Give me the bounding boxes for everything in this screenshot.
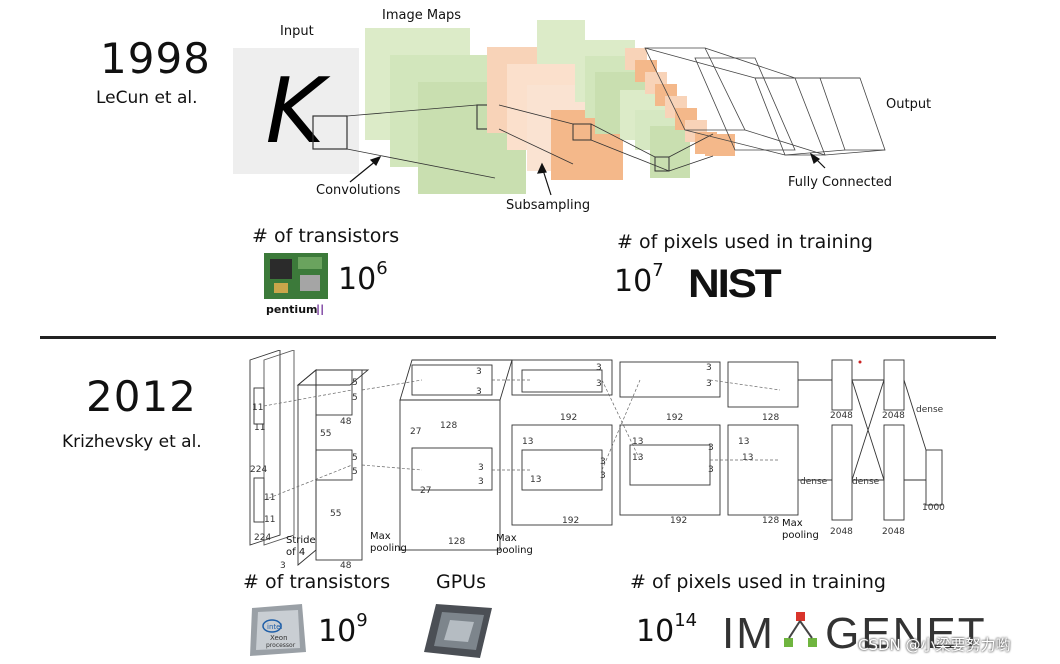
- svg-text:3: 3: [596, 379, 602, 389]
- year-2012: 2012: [86, 372, 197, 421]
- svg-text:Xeon: Xeon: [270, 634, 288, 642]
- input-glyph: K: [265, 59, 330, 164]
- svg-text:5: 5: [352, 453, 358, 463]
- svg-text:13: 13: [738, 437, 749, 447]
- svg-text:3: 3: [596, 363, 602, 373]
- alexnet-pixels-label: # of pixels used in training: [630, 571, 886, 593]
- svg-text:5: 5: [352, 378, 358, 388]
- svg-text:27: 27: [420, 486, 431, 496]
- svg-text:3: 3: [706, 379, 712, 389]
- svg-text:13: 13: [632, 453, 643, 463]
- svg-text:2048: 2048: [882, 411, 905, 421]
- svg-text:128: 128: [762, 516, 779, 526]
- label-image-maps: Image Maps: [382, 8, 462, 23]
- gpus-label: GPUs: [436, 571, 486, 593]
- svg-text:3: 3: [708, 443, 714, 453]
- svg-text:13: 13: [530, 475, 541, 485]
- label-fully-connected: Fully Connected: [788, 175, 893, 190]
- svg-text:11: 11: [264, 515, 275, 525]
- svg-text:27: 27: [410, 427, 421, 437]
- svg-text:3: 3: [478, 463, 484, 473]
- lenet-pixels-label: # of pixels used in training: [617, 231, 873, 253]
- svg-text:13: 13: [522, 437, 533, 447]
- svg-text:192: 192: [666, 413, 683, 423]
- alexnet-authors: Krizhevsky et al.: [62, 432, 202, 452]
- svg-text:5: 5: [352, 393, 358, 403]
- svg-text:3: 3: [476, 367, 482, 377]
- svg-text:192: 192: [562, 516, 579, 526]
- svg-text:3: 3: [476, 387, 482, 397]
- svg-text:224: 224: [254, 533, 271, 543]
- input-image: [233, 48, 359, 174]
- lenet-transistors-label: # of transistors: [252, 225, 400, 247]
- svg-text:11: 11: [264, 493, 275, 503]
- gpu-chip-icon: [422, 600, 494, 660]
- imagenet-logo: IM GENET: [722, 609, 987, 658]
- label-output: Output: [886, 97, 932, 112]
- svg-text:128: 128: [448, 537, 465, 547]
- subsample2-stack: [625, 48, 735, 156]
- svg-text:3: 3: [706, 363, 712, 373]
- alexnet-diagram: 11 11 224 11 11 224 3 55 55 48 48 5 5 5 …: [249, 350, 945, 571]
- svg-text:11: 11: [254, 423, 265, 433]
- svg-text:2048: 2048: [830, 527, 853, 537]
- lenet-pixels-value: 107: [614, 260, 664, 299]
- svg-text:3: 3: [600, 471, 606, 481]
- svg-text:192: 192: [670, 516, 687, 526]
- alexnet-pixels-value: 1014: [636, 610, 698, 649]
- svg-text:2048: 2048: [830, 411, 853, 421]
- conv2-rf: [654, 156, 670, 172]
- xeon-chip-icon: intel Xeon processor: [246, 602, 308, 658]
- nist-logo: NIST: [688, 262, 782, 306]
- lenet-authors: LeCun et al.: [96, 88, 198, 108]
- label-input: Input: [280, 24, 314, 39]
- section-divider: [40, 336, 996, 339]
- svg-text:224: 224: [250, 465, 267, 475]
- svg-text:128: 128: [440, 421, 457, 431]
- lenet-transistors-value: 106: [338, 258, 388, 297]
- svg-text:1000: 1000: [922, 503, 945, 513]
- svg-text:intel: intel: [267, 623, 282, 631]
- svg-text:11: 11: [252, 403, 263, 413]
- alexnet-transistors-value: 109: [318, 610, 368, 649]
- svg-text:192: 192: [560, 413, 577, 423]
- svg-text:3: 3: [280, 561, 286, 571]
- svg-text:13: 13: [742, 453, 753, 463]
- label-convolutions: Convolutions: [316, 183, 401, 198]
- svg-text:2048: 2048: [882, 527, 905, 537]
- svg-text:3: 3: [708, 465, 714, 475]
- svg-text:55: 55: [320, 429, 331, 439]
- fc-layers: [644, 47, 886, 156]
- alexnet-transistors-label: # of transistors: [243, 571, 391, 593]
- svg-text:48: 48: [340, 417, 352, 427]
- svg-text:48: 48: [340, 561, 352, 571]
- svg-text:dense: dense: [916, 405, 944, 415]
- svg-text:pentium: pentium: [266, 303, 318, 316]
- svg-text:3: 3: [600, 457, 606, 467]
- svg-text:13: 13: [632, 437, 643, 447]
- svg-text:processor: processor: [266, 642, 296, 649]
- svg-text:55: 55: [330, 509, 341, 519]
- pentium-chip-icon: pentium II: [264, 253, 328, 319]
- label-subsampling: Subsampling: [506, 198, 591, 213]
- svg-text:5: 5: [352, 467, 358, 477]
- watermark: CSDN @小梁要努力哟: [858, 636, 1011, 654]
- receptive-field: [312, 115, 348, 150]
- svg-text:3: 3: [478, 477, 484, 487]
- svg-text:II: II: [316, 303, 324, 317]
- svg-text:128: 128: [762, 413, 779, 423]
- year-1998: 1998: [100, 34, 211, 83]
- lenet-diagram: K: [233, 20, 886, 196]
- subsample-rf: [572, 123, 592, 141]
- svg-text:dense: dense: [800, 477, 828, 487]
- svg-text:dense: dense: [852, 477, 880, 487]
